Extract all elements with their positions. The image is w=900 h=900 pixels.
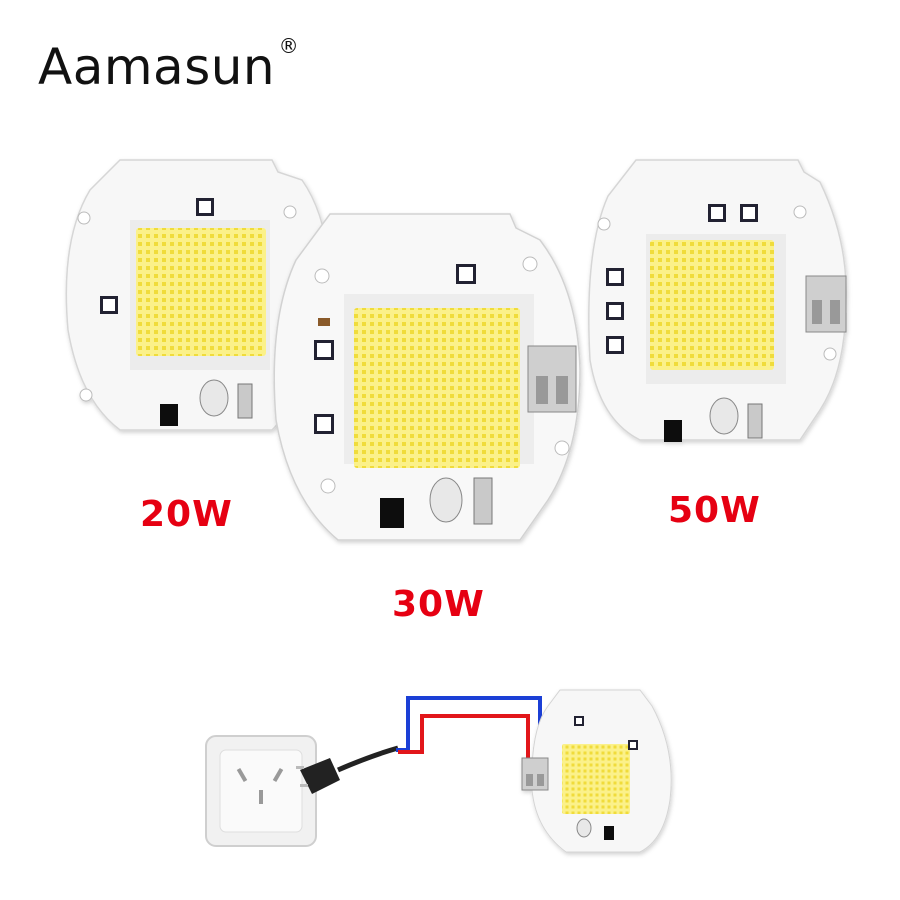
- led-chip: [354, 308, 520, 468]
- wiring-diagram: [205, 689, 672, 853]
- label-20w: 20W: [140, 494, 233, 535]
- terminal-block-icon: [521, 757, 549, 791]
- led-module-20w: [65, 159, 331, 431]
- led-module-50w: [588, 159, 847, 442]
- led-chip: [136, 228, 266, 356]
- led-chip: [650, 240, 774, 370]
- brand-name: Aamasun: [38, 38, 276, 96]
- registered-mark: ®: [278, 34, 300, 58]
- red-wire: [398, 714, 530, 764]
- wall-socket-icon: [205, 735, 317, 847]
- label-30w: 30W: [392, 584, 485, 625]
- led-chip: [562, 744, 630, 814]
- led-module-small: [521, 689, 672, 853]
- led-module-30w: [273, 213, 581, 541]
- power-plug-icon: [296, 745, 399, 794]
- terminal-block: [527, 345, 577, 413]
- brand-logo: Aamasun®: [38, 34, 299, 96]
- label-50w: 50W: [668, 490, 761, 531]
